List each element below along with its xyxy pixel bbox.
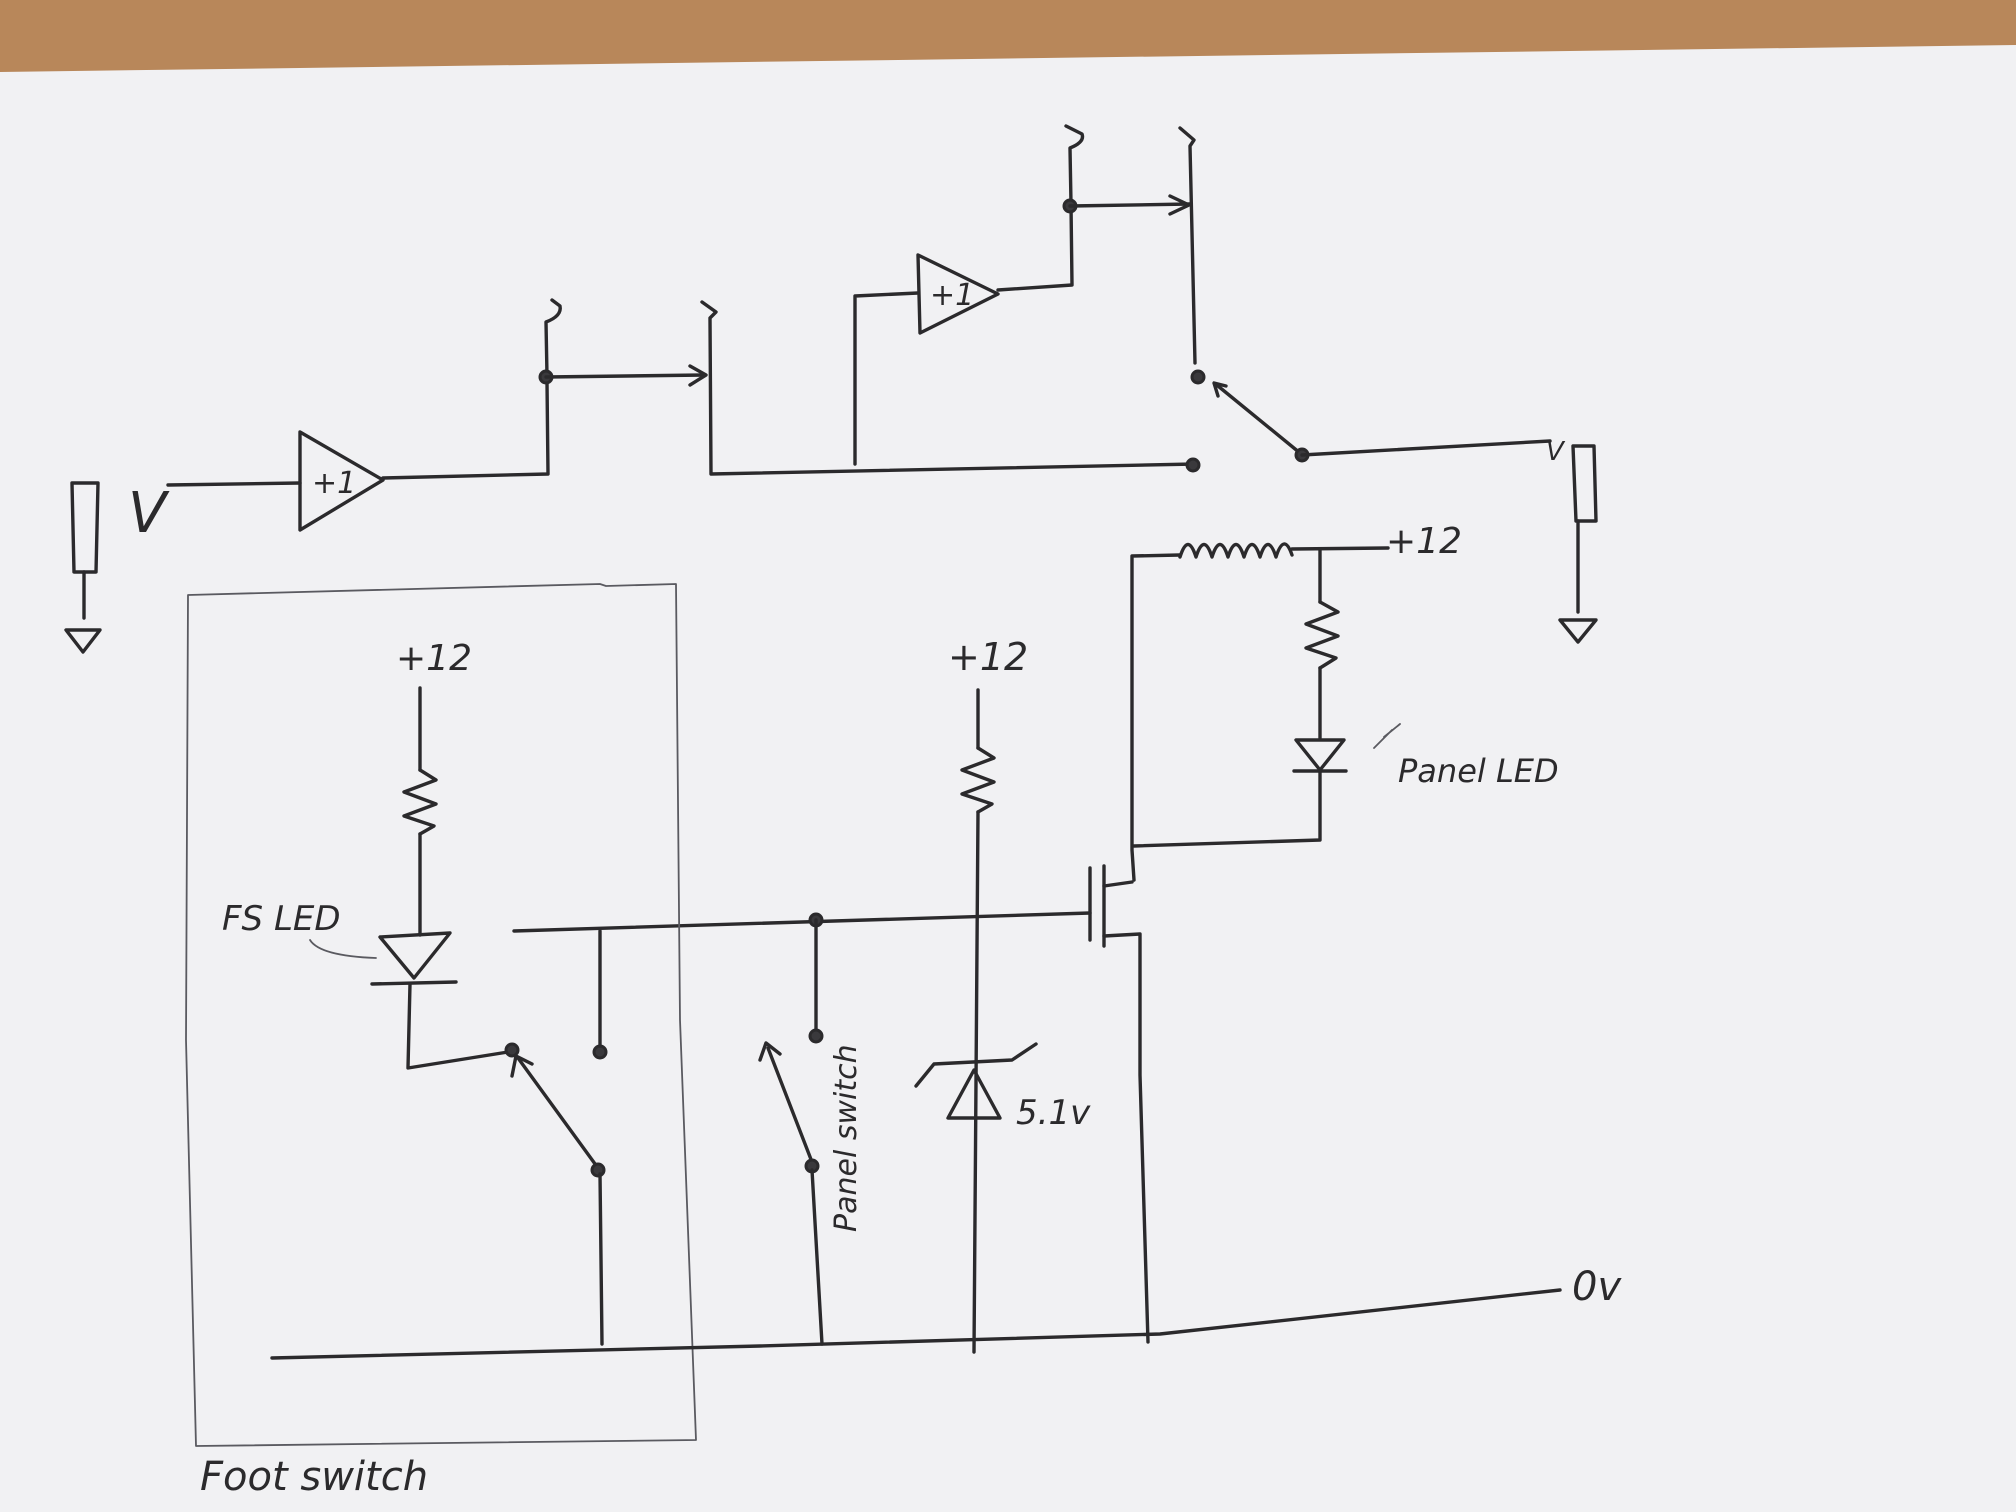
output-switch-arm <box>1216 384 1302 455</box>
input-wire <box>166 481 302 487</box>
mosfet-drain <box>1102 880 1134 888</box>
output-ground-symbol <box>1558 618 1598 644</box>
effect-send-arrow <box>1168 194 1191 216</box>
relay-supply-label: +12 <box>1386 521 1462 562</box>
input-jack-label: V <box>128 481 170 546</box>
input-ground-symbol <box>64 628 102 654</box>
panel-led-resistor <box>1304 600 1340 670</box>
zener-voltage-label: 5.1v <box>1016 1093 1091 1133</box>
relay-coil <box>1178 542 1294 559</box>
ground-rail-label: 0v <box>1572 1264 1622 1310</box>
gate-pullup-resistor <box>960 746 996 814</box>
effect-jack-send <box>1064 124 1085 206</box>
mosfet-source-wire <box>1102 932 1150 1344</box>
foot-switch-ground-wire <box>598 1172 604 1346</box>
buffer-2 <box>916 253 1000 335</box>
output-jack <box>1558 444 1598 644</box>
bypass-jack-return <box>700 300 1197 476</box>
panel-switch-arm <box>766 1046 814 1164</box>
output-switch-arrow <box>1212 381 1228 398</box>
ground-rail <box>270 1288 1562 1360</box>
bypass-jack-send <box>544 298 562 378</box>
buffer-2-gain: +1 <box>930 278 974 313</box>
fs-led-return-wire <box>406 982 510 1070</box>
foot-switch-enclosure <box>185 583 697 1447</box>
relay-coil-wire <box>1130 553 1182 882</box>
zener-wire <box>972 810 980 1354</box>
fs-led <box>378 931 452 980</box>
panel-led-label: Panel LED <box>1398 752 1559 790</box>
effect-jack-return <box>1178 126 1197 365</box>
send-wire <box>544 373 707 379</box>
panel-switch-label: Panel switch <box>829 1044 864 1232</box>
buffer-2-output-wire <box>996 202 1074 292</box>
paper-sheet <box>0 45 2016 1512</box>
panel-led-return-wire <box>1132 769 1322 848</box>
panel-switch-arrow <box>758 1041 782 1062</box>
fs-led-label: FS LED <box>222 899 341 939</box>
zener-bar <box>914 1042 1038 1088</box>
effect-send-wire <box>1068 202 1192 208</box>
output-jack-label: V <box>1546 437 1566 467</box>
foot-switch-label: Foot switch <box>200 1454 428 1500</box>
panel-led <box>1294 738 1346 772</box>
zener-supply-label: +12 <box>948 635 1028 679</box>
fs-led-resistor <box>402 768 438 836</box>
buffer-1-output-wire <box>381 380 550 480</box>
buffer-1 <box>298 430 385 532</box>
fs-led-leader <box>309 939 377 959</box>
output-wire <box>1300 439 1552 457</box>
fs-led-supply-label: +12 <box>396 638 472 679</box>
buffer-2-input-wire <box>853 291 920 466</box>
foot-switch-arrow <box>510 1054 534 1078</box>
relay-supply-wire <box>1290 546 1390 551</box>
input-jack <box>64 481 102 654</box>
panel-switch-bottom-wire <box>810 1168 824 1346</box>
gate-bus <box>512 911 1092 933</box>
zener-diode <box>946 1068 1002 1120</box>
panel-led-light-rays <box>1373 723 1401 749</box>
foot-switch-arm <box>516 1056 600 1170</box>
buffer-1-gain: +1 <box>312 466 356 501</box>
send-arrow <box>688 364 708 387</box>
